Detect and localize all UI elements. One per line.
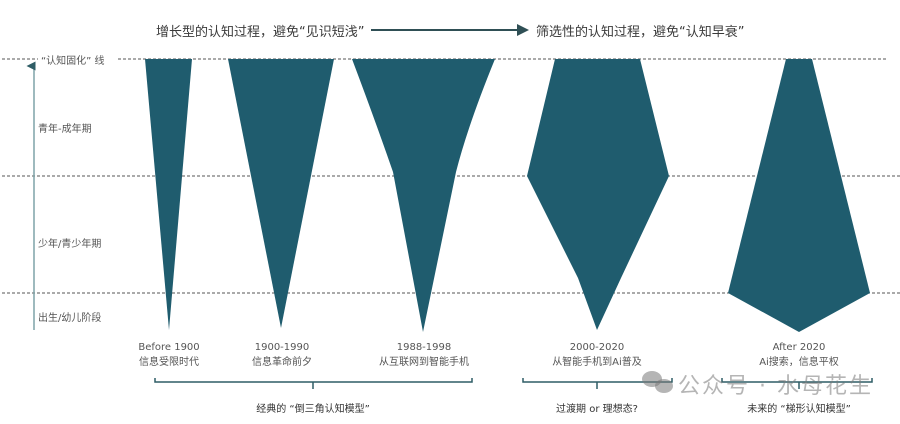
era-label: Before 1900 信息受限时代: [138, 340, 199, 370]
era-label: 2000-2020 从智能手机到Ai普及: [552, 340, 642, 370]
bracket-classic: [154, 378, 473, 389]
band-label-adolescence: 少年/青少年期: [38, 239, 102, 250]
era-label: 1900-1990 信息革命前夕: [252, 340, 312, 370]
era-description: 从互联网到智能手机: [379, 357, 469, 368]
era-label: 1988-1998 从互联网到智能手机: [379, 340, 469, 370]
era-description: 从智能手机到Ai普及: [552, 357, 642, 368]
era-description: 信息革命前夕: [252, 357, 312, 368]
band-label-infancy: 出生/幼儿阶段: [38, 313, 102, 324]
shape-after-2020: [728, 59, 870, 332]
group-label-classic: 经典的 “倒三角认知模型”: [256, 404, 370, 415]
era-period: Before 1900: [138, 342, 200, 353]
era-period: 2000-2020: [569, 342, 625, 353]
fixation-line-label: “认知固化” 线: [41, 56, 105, 67]
group-label-future: 未来的 “梯形认知模型”: [747, 404, 851, 415]
era-description: Ai搜索，信息平权: [759, 357, 839, 368]
bracket-future: [721, 378, 873, 389]
shape-2000-2020: [527, 59, 669, 330]
wechat-icon: [642, 371, 673, 393]
watermark-text: 公众号 · 水母花生: [678, 374, 873, 399]
group-label-transition: 过渡期 or 理想态?: [556, 404, 638, 415]
shape-before-1900: [145, 59, 192, 330]
era-label: After 2020 Ai搜索，信息平权: [759, 340, 839, 370]
filtering-process-title: 筛选性的认知过程，避免“认知早衰”: [536, 25, 745, 40]
era-period: 1900-1990: [254, 342, 310, 353]
era-description: 信息受限时代: [138, 357, 199, 368]
bracket-transition: [522, 378, 673, 389]
band-label-young-adult: 青年-成年期: [38, 124, 92, 135]
shape-1900-1990: [228, 59, 334, 328]
band-dividers: [2, 58, 900, 294]
era-period: After 2020: [772, 342, 826, 353]
shape-1988-1998: [352, 59, 495, 332]
growth-process-title: 增长型的认知过程，避免“见识短浅”: [156, 25, 365, 40]
era-period: 1988-1998: [396, 342, 452, 353]
